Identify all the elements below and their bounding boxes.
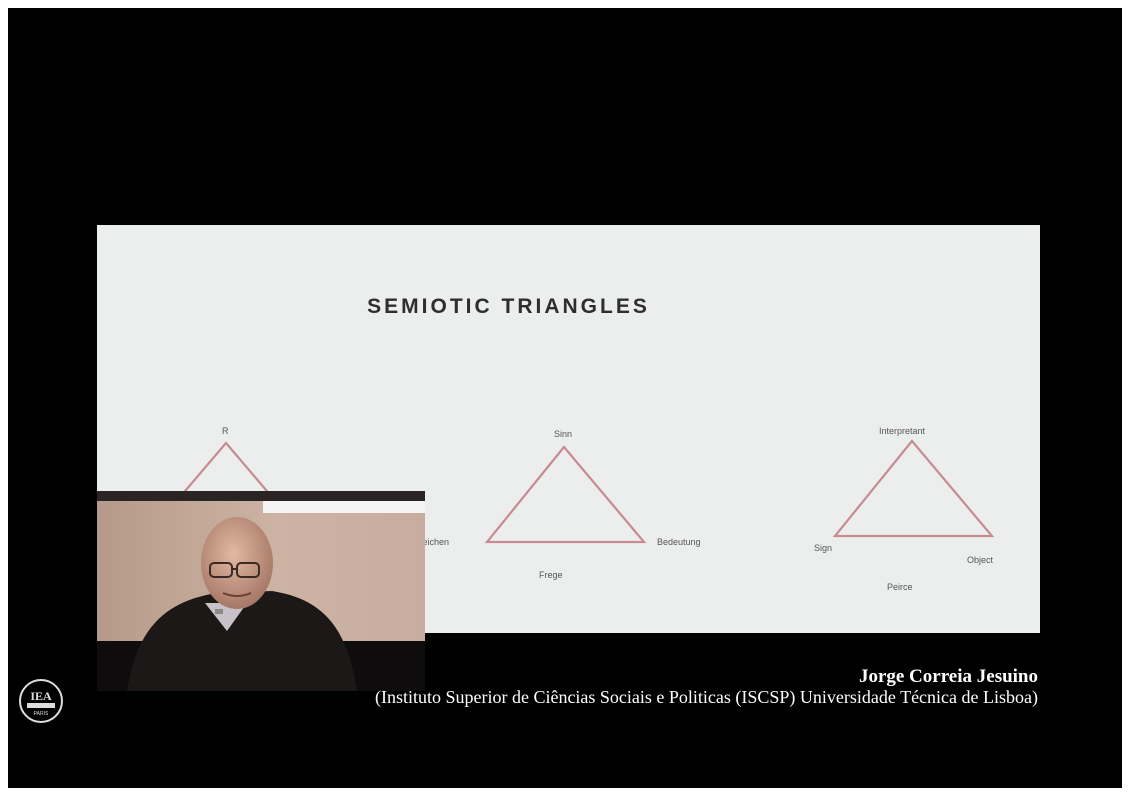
triangle-peirce-bottom-label: Peirce [887,582,913,592]
speaker-image [97,491,425,691]
triangle-peirce-left-label: Sign [814,543,833,553]
speaker-video [97,491,425,691]
triangle-1 [177,441,275,499]
triangle-frege-bottom-label: Frege [539,570,563,580]
triangle-frege-left-label: Zeichen [417,537,450,547]
triangle-1-top-label: R [222,426,229,436]
svg-text:IEA: IEA [30,689,52,703]
triangle-peirce [832,439,995,538]
speaker-affiliation: (Instituto Superior de Ciências Sociais … [374,687,1038,707]
triangle-peirce-top-label: Interpretant [879,426,926,436]
iea-paris-logo-icon: IEA PARIS [19,679,63,723]
triangle-peirce-right-label: Object [967,555,994,565]
triangle-frege-top-label: Sinn [554,429,573,439]
slide-title: SEMIOTIC TRIANGLES [367,295,650,318]
triangle-frege [484,445,647,544]
svg-text:PARIS: PARIS [34,711,49,717]
triangle-frege-right-label: Bedeutung [657,537,701,547]
speaker-name: Jorge Correia Jesuino [858,666,1038,687]
